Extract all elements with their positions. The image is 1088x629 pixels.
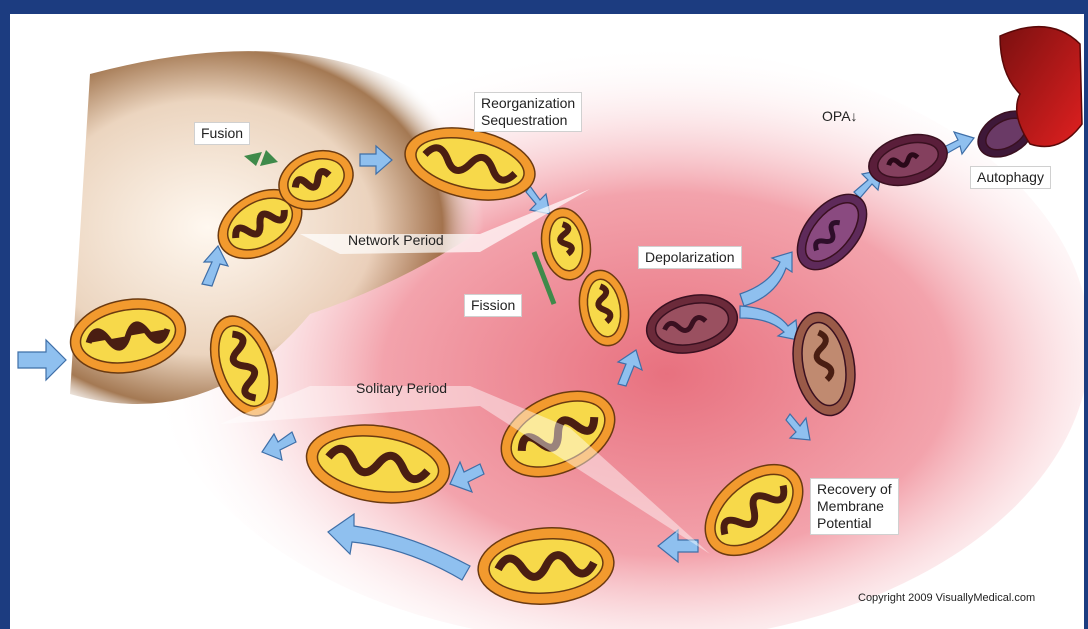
opa-label: OPA↓ xyxy=(822,108,858,125)
solitary-period-label: Solitary Period xyxy=(356,380,447,397)
reorganization-label: Reorganization Sequestration xyxy=(474,92,582,132)
fission-label: Fission xyxy=(464,294,522,317)
diagram-panel: Fusion Reorganization Sequestration Netw… xyxy=(10,14,1084,629)
autophagy-label: Autophagy xyxy=(970,166,1051,189)
network-period-label: Network Period xyxy=(348,232,444,249)
recovery-label: Recovery of Membrane Potential xyxy=(810,478,899,535)
depolarization-label: Depolarization xyxy=(638,246,742,269)
entry-arrow-icon xyxy=(18,340,66,380)
copyright-text: Copyright 2009 VisuallyMedical.com xyxy=(858,592,1035,604)
fusion-label: Fusion xyxy=(194,122,250,145)
